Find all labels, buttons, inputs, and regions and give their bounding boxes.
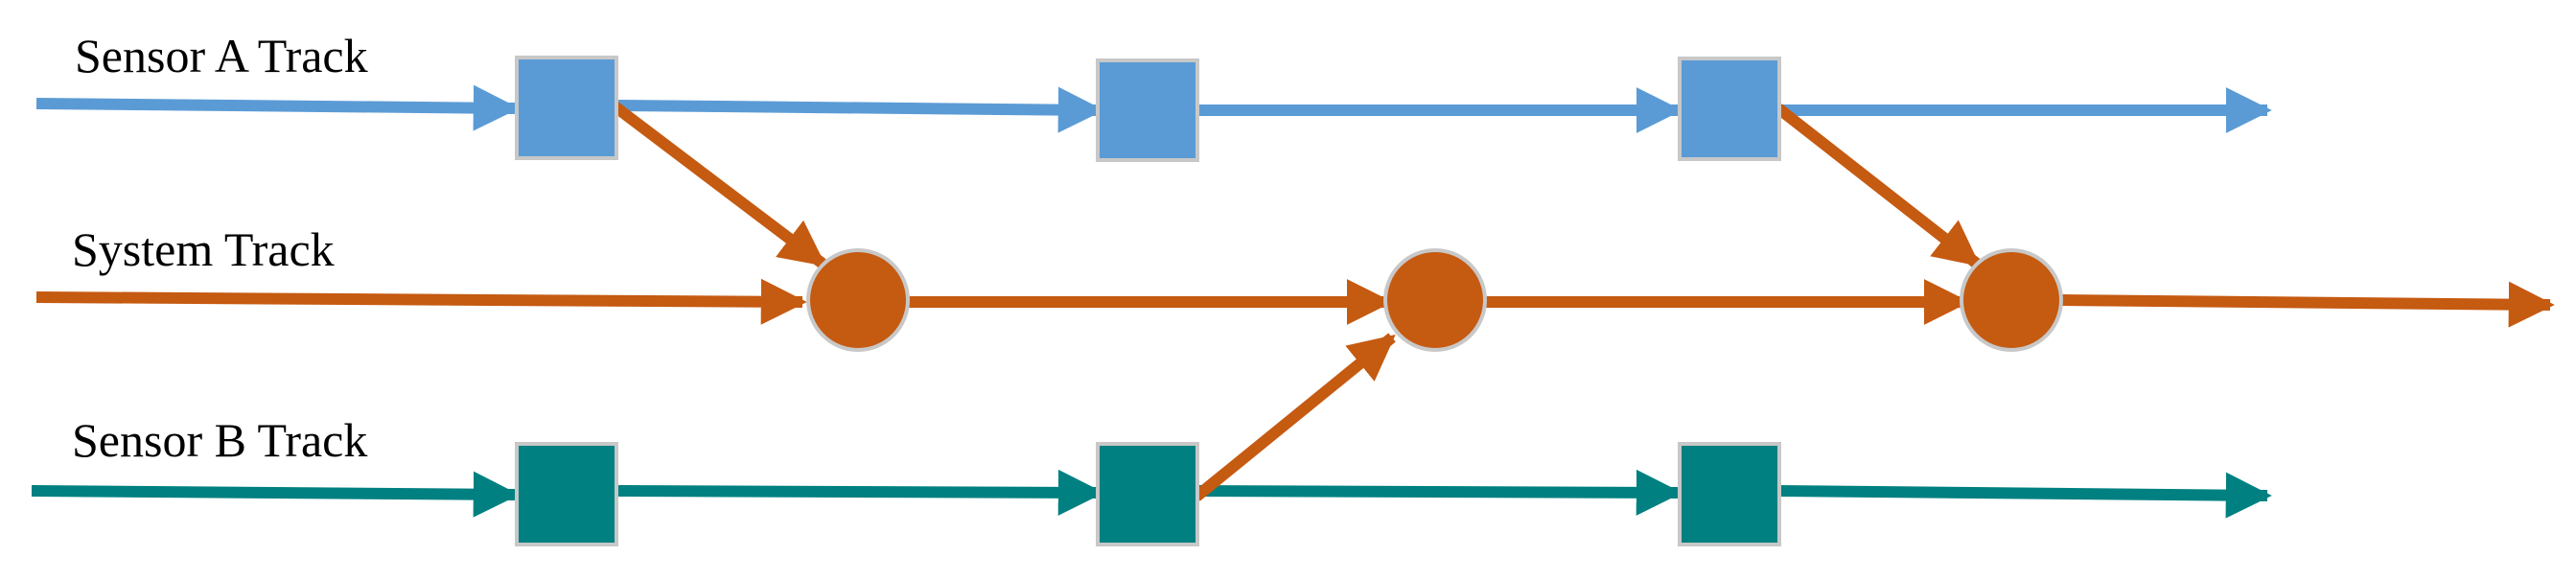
association-arrow <box>1193 333 1396 501</box>
association-arrow <box>610 101 826 268</box>
sensor-a-track <box>35 84 2272 133</box>
system-track <box>35 278 2555 328</box>
sensor-a-node <box>1096 58 1199 162</box>
sensor-a-track-label: Sensor A Track <box>75 29 368 82</box>
system-node <box>1960 248 2063 352</box>
sensor-a-segment <box>617 86 1104 133</box>
sensor-b-segment <box>617 469 1104 516</box>
system-nodes <box>806 248 2063 352</box>
system-node <box>1383 248 1487 352</box>
sensor-a-nodes <box>515 56 1781 162</box>
system-segment <box>35 278 807 325</box>
sensor-b-node <box>1678 442 1781 546</box>
sensor-b-segment <box>1195 469 1683 516</box>
sensor-b-node <box>1096 442 1199 546</box>
system-segment <box>2060 281 2555 328</box>
sensor-a-segment <box>35 84 520 131</box>
sensor-b-segment <box>1777 472 2272 519</box>
sensor-b-nodes <box>515 442 1781 546</box>
system-node <box>806 248 910 352</box>
sensor-b-track-label: Sensor B Track <box>72 413 367 467</box>
system-track-label: System Track <box>72 222 335 276</box>
sensor-a-node <box>515 56 618 160</box>
sensor-b-track <box>31 469 2272 519</box>
sensor-b-segment <box>31 471 520 518</box>
association-arrow <box>1775 104 1981 268</box>
sensor-b-node <box>515 442 618 546</box>
sensor-a-node <box>1678 57 1781 161</box>
association-arrows <box>610 101 1981 501</box>
